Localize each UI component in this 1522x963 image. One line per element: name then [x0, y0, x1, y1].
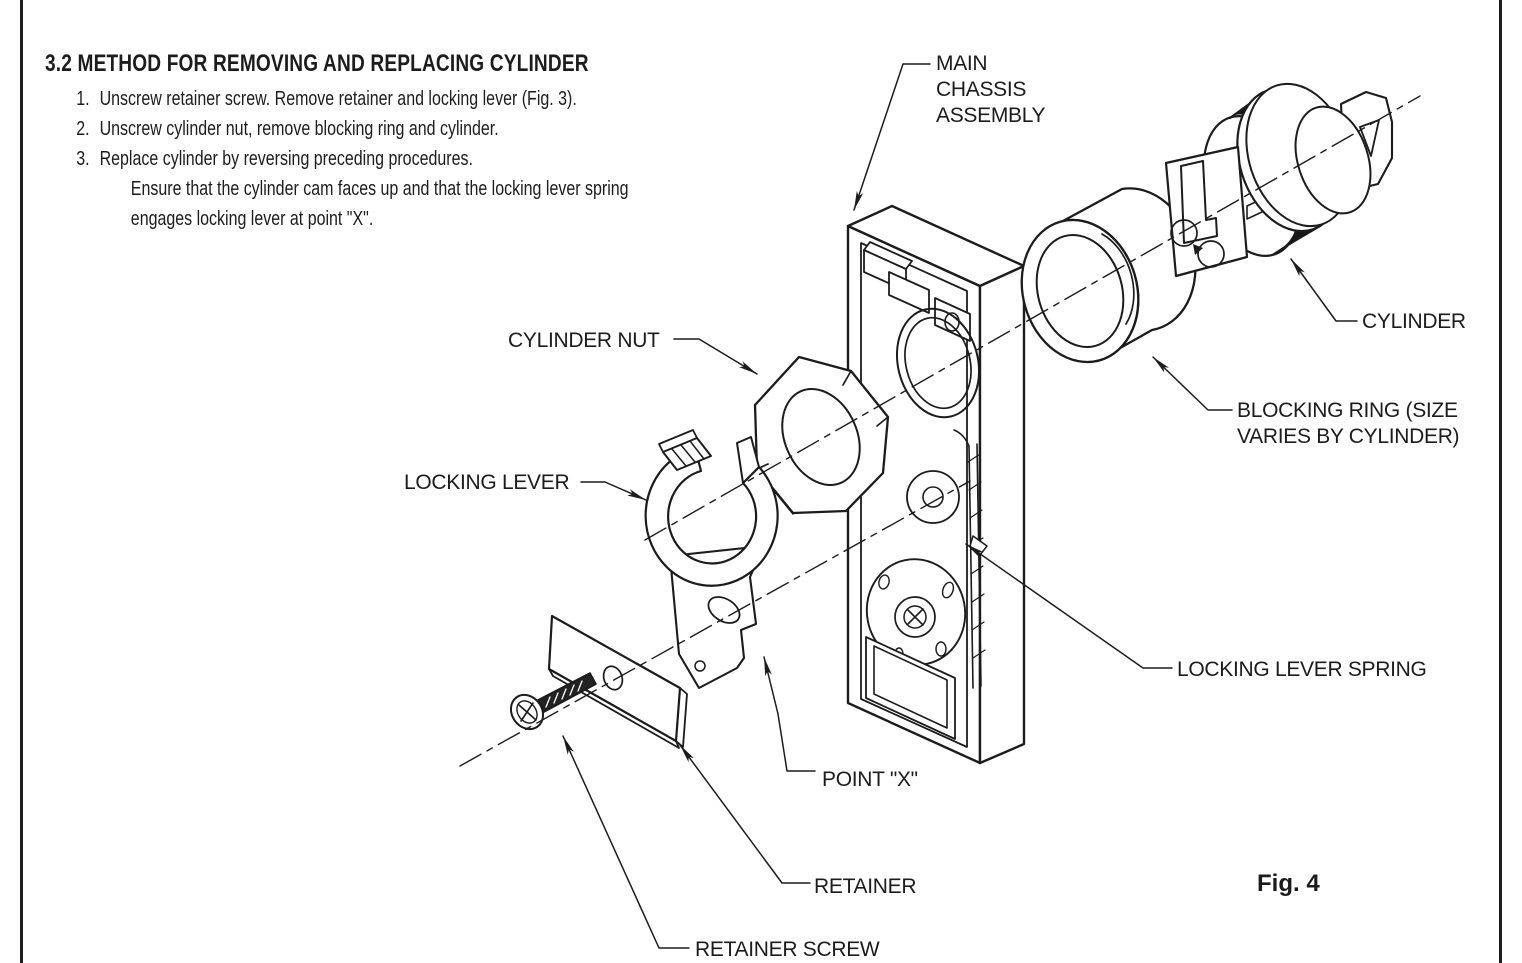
step-number: 3. [76, 147, 90, 170]
label-locking-lever-spring: LOCKING LEVER SPRING [1177, 658, 1427, 681]
retainer-screw-drawing [509, 672, 597, 731]
main-chassis-assembly-drawing [846, 204, 1026, 765]
label-cylinder: CYLINDER [1362, 310, 1466, 333]
page-border-left [20, 0, 23, 963]
step-number: 2. [76, 117, 90, 140]
leader-retainer [679, 744, 811, 884]
locking-lever-drawing [644, 429, 779, 690]
label-main-chassis-assembly-line1: MAIN [936, 52, 987, 75]
label-main-chassis-assembly-line3: ASSEMBLY [936, 104, 1046, 127]
step-3-note-line-1: Ensure that the cylinder cam faces up an… [130, 177, 629, 200]
retainer-drawing [547, 614, 688, 749]
procedure-step-2: 2. Unscrew cylinder nut, remove blocking… [76, 114, 653, 144]
procedure-step-1: 1. Unscrew retainer screw. Remove retain… [76, 84, 653, 114]
blocking-ring-drawing [1020, 187, 1197, 364]
leader-cylinder [1290, 258, 1358, 322]
section-heading: 3.2 METHOD FOR REMOVING AND REPLACING CY… [45, 50, 589, 77]
leader-locking-lever [580, 481, 647, 501]
label-retainer-screw: RETAINER SCREW [695, 938, 880, 961]
figure-labels: MAIN CHASSIS ASSEMBLY CYLINDER BLOCKING … [404, 52, 1466, 961]
leader-main-chassis-assembly [853, 63, 931, 211]
axis-line-lower [459, 480, 971, 767]
leader-lines [562, 63, 1358, 949]
leader-retainer-screw [562, 735, 690, 949]
label-cylinder-nut: CYLINDER NUT [508, 329, 660, 352]
label-blocking-ring-line2: VARIES BY CYLINDER) [1237, 425, 1459, 448]
step-text: Unscrew retainer screw. Remove retainer … [99, 87, 577, 110]
page-border-right [1499, 0, 1502, 963]
step-text: Replace cylinder by reversing preceding … [99, 147, 473, 170]
label-main-chassis-assembly-line2: CHASSIS [936, 78, 1026, 101]
leader-cylinder-nut [673, 338, 758, 375]
step-number: 1. [76, 87, 90, 110]
leader-locking-lever-spring [965, 543, 1173, 669]
cylinder-drawing [1164, 82, 1394, 278]
figure-caption: Fig. 4 [1257, 870, 1320, 897]
label-blocking-ring-line1: BLOCKING RING (SIZE [1237, 399, 1458, 422]
label-locking-lever: LOCKING LEVER [404, 471, 569, 494]
leader-point-x [763, 656, 816, 772]
procedure-steps: 1. Unscrew retainer screw. Remove retain… [45, 84, 653, 234]
step-text: Unscrew cylinder nut, remove blocking ri… [99, 117, 499, 140]
section-3-2: 3.2 METHOD FOR REMOVING AND REPLACING CY… [45, 50, 653, 234]
procedure-step-3: 3. Replace cylinder by reversing precedi… [76, 144, 653, 174]
step-3-note-line-2: engages locking lever at point "X". [130, 207, 374, 230]
leader-blocking-ring [1152, 356, 1233, 411]
label-retainer: RETAINER [814, 875, 916, 898]
label-point-x: POINT "X" [822, 768, 918, 791]
axis-line-upper [644, 95, 1421, 541]
